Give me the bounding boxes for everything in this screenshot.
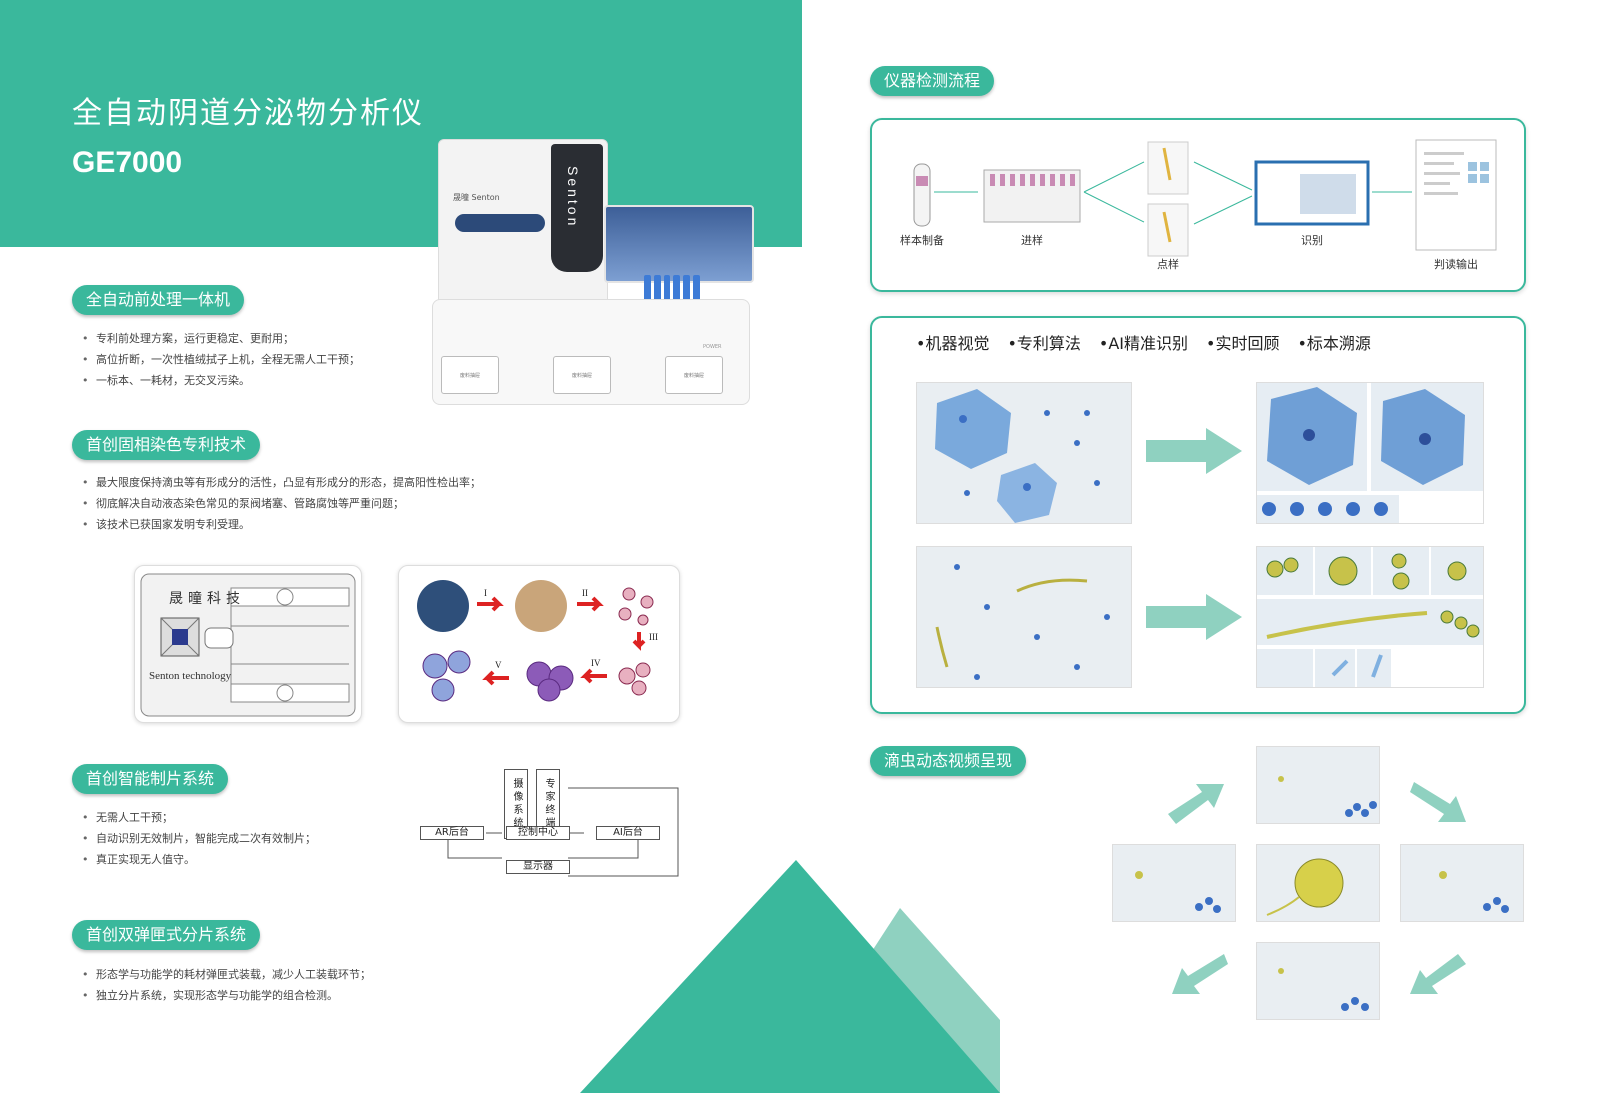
micrograph-cells-drawing <box>935 389 1100 523</box>
cartridge-figure: 晟曈科技 Senton technology <box>134 565 362 723</box>
flow-node-control: 控制中心 <box>506 826 570 840</box>
video-frame-bottom <box>1256 942 1380 1020</box>
micrograph-cells-zoom <box>1256 382 1484 524</box>
staining-drawing <box>417 580 654 702</box>
step-label-roman: IV <box>591 658 601 668</box>
section-bullets: 专利前处理方案，运行更稳定、更耐用； 高位折断，一次性植绒拭子上机，全程无需人工… <box>80 328 360 391</box>
instrument-base: 废料抽屉 废料抽屉 废料抽屉 POWER <box>432 299 750 405</box>
instrument-brand: Senton <box>565 166 581 229</box>
video-frame-left-drawing <box>1135 871 1221 913</box>
section-bullets: 形态学与功能学的耗材弹匣式装载，减少人工装载环节； 独立分片系统，实现形态学与功… <box>80 964 371 1006</box>
arrow-down-right-icon <box>1410 782 1466 822</box>
bullet-item: 高位折断，一次性植绒拭子上机，全程无需人工干预； <box>80 349 360 370</box>
feature-item: •机器视觉 <box>916 334 990 353</box>
video-frame-left <box>1112 844 1236 922</box>
video-frame-top-drawing <box>1278 776 1377 817</box>
micrograph-hyphae <box>916 546 1132 688</box>
video-frame-top <box>1256 746 1380 824</box>
section-bullets: 最大限度保持滴虫等有形成分的活性，凸显有形成分的形态，提高阳性检出率； 彻底解决… <box>80 472 481 535</box>
section-title: 全自动前处理一体机 <box>72 285 245 315</box>
bullet-item: 彻底解决自动液态染色常见的泵阀堵塞、管路腐蚀等严重问题； <box>80 493 481 514</box>
section-title: 仪器检测流程 <box>870 66 995 96</box>
instrument-drawer: 废料抽屉 <box>441 356 499 394</box>
right-arrow-icon <box>1146 594 1242 640</box>
bullet-item: 自动识别无效制片，智能完成二次有效制片； <box>80 828 316 849</box>
feature-item: •专利算法 <box>1007 334 1081 353</box>
process-step: 点样 <box>1157 258 1179 271</box>
arrow-up-left-icon <box>1410 954 1466 994</box>
cartridge-text-en: Senton technology <box>149 670 232 682</box>
process-step: 识别 <box>1301 234 1323 247</box>
instrument-drawer: 废料抽屉 <box>553 356 611 394</box>
flow-node-ar: AR后台 <box>420 826 484 840</box>
arrow-up-right-icon <box>1168 784 1224 824</box>
step-label-roman: V <box>495 660 502 670</box>
micrograph-hyphae-zoom <box>1256 546 1484 688</box>
bullet-item: 最大限度保持滴虫等有形成分的活性，凸显有形成分的形态，提高阳性检出率； <box>80 472 481 493</box>
instrument-drawer: 废料抽屉 <box>665 356 723 394</box>
video-frame-right-drawing <box>1439 871 1509 913</box>
flow-node-ai: AI后台 <box>596 826 660 840</box>
decorative-triangles <box>580 860 1000 1093</box>
section-bullets: 无需人工干预； 自动识别无效制片，智能完成二次有效制片； 真正实现无人值守。 <box>80 807 316 870</box>
video-frame-center <box>1256 844 1380 922</box>
step-label-roman: II <box>582 588 588 598</box>
right-arrow-icon <box>1146 428 1242 474</box>
feature-item: •AI精准识别 <box>1098 334 1189 353</box>
cartridge-text-cn: 晟曈科技 <box>169 591 245 607</box>
instrument-logo: 晟曈 Senton <box>453 193 500 202</box>
bullet-item: 形态学与功能学的耗材弹匣式装载，减少人工装载环节； <box>80 964 371 985</box>
video-frame-center-drawing <box>1266 858 1344 916</box>
section-title: 首创智能制片系统 <box>72 764 229 794</box>
section-title: 首创固相染色专利技术 <box>72 430 261 460</box>
video-frame-bottom-drawing <box>1278 968 1369 1011</box>
process-panel: 样本制备 进样 点样 识别 判读输出 <box>870 118 1526 292</box>
bullet-item: 该技术已获国家发明专利受理。 <box>80 514 481 535</box>
model-number: GE7000 <box>72 146 183 179</box>
step-label-roman: III <box>649 632 658 642</box>
process-step: 判读输出 <box>1434 258 1478 271</box>
instrument-cover <box>604 205 754 283</box>
power-label: POWER <box>703 344 722 350</box>
bullet-item: 无需人工干预； <box>80 807 316 828</box>
section-title: 滴虫动态视频呈现 <box>870 746 1027 776</box>
instrument-slot <box>455 214 545 232</box>
micrograph-hyphae-zoom-drawing <box>1257 547 1483 687</box>
bullet-item: 独立分片系统，实现形态学与功能学的组合检测。 <box>80 985 371 1006</box>
feature-item: •实时回顾 <box>1206 334 1280 353</box>
instrument-front-panel: Senton <box>551 144 603 272</box>
bullet-item: 真正实现无人值守。 <box>80 849 316 870</box>
instrument-image: Senton 晟曈 Senton 废料抽屉 废料抽屉 废料抽屉 POWER <box>432 135 762 415</box>
section-title: 首创双弹匣式分片系统 <box>72 920 261 950</box>
step-label-roman: I <box>484 588 487 598</box>
process-step: 进样 <box>1021 234 1043 247</box>
bullet-item: 专利前处理方案，运行更稳定、更耐用； <box>80 328 360 349</box>
arrow-down-left-icon <box>1172 954 1228 994</box>
process-drawing <box>913 139 1497 257</box>
feature-list: •机器视觉 •专利算法 •AI精准识别 •实时回顾 •标本溯源 <box>916 330 1371 354</box>
staining-figure: I II III IV V <box>398 565 680 723</box>
bullet-item: 一标本、一耗材，无交叉污染。 <box>80 370 360 391</box>
feature-item: •标本溯源 <box>1297 334 1371 353</box>
flow-node-display: 显示器 <box>506 860 570 874</box>
process-step: 样本制备 <box>900 234 944 247</box>
flowchart-connectors <box>447 787 679 877</box>
instrument-tower: Senton 晟曈 Senton <box>438 139 608 315</box>
instrument-tubes <box>644 275 700 301</box>
cartridge-drawing <box>140 573 356 717</box>
micrograph-hyphae-drawing <box>935 564 1110 680</box>
micrograph-cells <box>916 382 1132 524</box>
video-frame-right <box>1400 844 1524 922</box>
page-title: 全自动阴道分泌物分析仪 <box>72 96 424 131</box>
micrograph-cells-zoom-drawing <box>1257 383 1483 523</box>
